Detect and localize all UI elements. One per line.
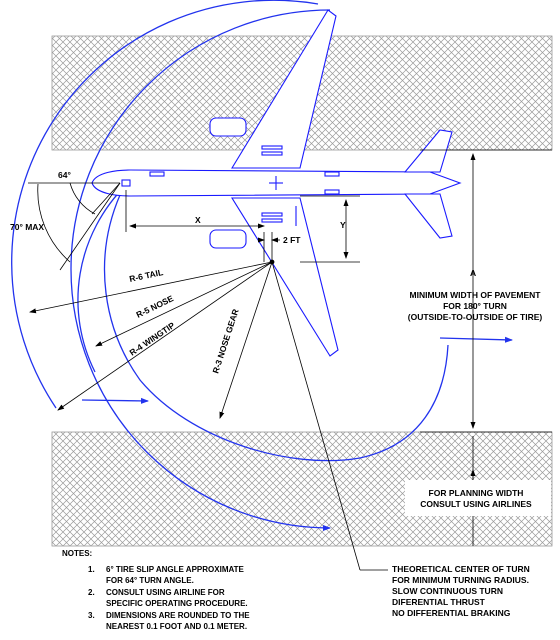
- tail-fin-upper: [403, 129, 453, 173]
- svg-text:NEAREST 0.1 FOOT AND 0.1 METER: NEAREST 0.1 FOOT AND 0.1 METER.: [106, 622, 247, 631]
- label-r6-tail: R-6 TAIL: [128, 267, 164, 284]
- notes-header: NOTES:: [62, 549, 92, 558]
- label-a: A: [470, 268, 476, 278]
- svg-text:DIFERENTIAL THRUST: DIFERENTIAL THRUST: [392, 597, 486, 607]
- svg-text:3.: 3.: [88, 611, 95, 620]
- svg-text:NO DIFFERENTIAL BRAKING: NO DIFFERENTIAL BRAKING: [392, 608, 511, 618]
- svg-text:MINIMUM WIDTH OF PAVEMENT: MINIMUM WIDTH OF PAVEMENT: [410, 290, 542, 300]
- tail-arc: [70, 9, 331, 531]
- label-70-max: 70° MAX: [10, 222, 44, 232]
- lower-wing: [231, 197, 339, 357]
- svg-text:CONSULT USING AIRLINE FOR: CONSULT USING AIRLINE FOR: [106, 588, 225, 597]
- label-x: X: [195, 215, 201, 225]
- engine-lower: [209, 229, 247, 249]
- aircraft: [91, 9, 462, 357]
- svg-text:2.: 2.: [88, 588, 95, 597]
- planning-width-note: FOR PLANNING WIDTH CONSULT USING AIRLINE…: [420, 488, 532, 509]
- svg-text:FOR 64° TURN ANGLE.: FOR 64° TURN ANGLE.: [106, 576, 194, 585]
- label-64-degree: 64°: [58, 170, 71, 180]
- svg-text:(OUTSIDE-TO-OUTSIDE OF TIRE): (OUTSIDE-TO-OUTSIDE OF TIRE): [408, 312, 543, 322]
- dimension-lines: [28, 149, 552, 571]
- label-r3-nose-gear: R-3 NOSE GEAR: [210, 308, 240, 375]
- label-y: Y: [340, 220, 346, 230]
- svg-text:FOR PLANNING WIDTH: FOR PLANNING WIDTH: [429, 488, 524, 498]
- label-r5-nose: R-5 NOSE: [134, 293, 175, 320]
- svg-text:FOR MINIMUM TURNING RADIUS.: FOR MINIMUM TURNING RADIUS.: [392, 575, 529, 585]
- svg-text:DIMENSIONS ARE ROUNDED TO THE: DIMENSIONS ARE ROUNDED TO THE: [106, 611, 250, 620]
- nose-gear-arc: [103, 194, 449, 462]
- svg-text:FOR 180° TURN: FOR 180° TURN: [443, 301, 507, 311]
- turning-arcs: [11, 0, 513, 531]
- turn-center-note: THEORETICAL CENTER OF TURN FOR MINIMUM T…: [392, 564, 530, 618]
- upper-wing: [231, 9, 337, 169]
- svg-text:SPECIFIC OPERATING PROCEDURE.: SPECIFIC OPERATING PROCEDURE.: [106, 599, 248, 608]
- tail-fin-lower: [403, 193, 453, 239]
- engine-upper: [209, 117, 247, 137]
- notes-block: NOTES: 1. 6° TIRE SLIP ANGLE APPROXIMATE…: [62, 549, 250, 631]
- wingtip-arc: [11, 0, 319, 409]
- svg-text:1.: 1.: [88, 565, 95, 574]
- label-r4-wingtip: R-4 WINGTIP: [128, 320, 177, 358]
- nose-arc: [77, 184, 127, 373]
- pavement-width-note: MINIMUM WIDTH OF PAVEMENT FOR 180° TURN …: [408, 290, 543, 322]
- svg-text:THEORETICAL CENTER OF TURN: THEORETICAL CENTER OF TURN: [392, 564, 530, 574]
- svg-text:CONSULT USING AIRLINES: CONSULT USING AIRLINES: [420, 499, 532, 509]
- label-2-ft: 2 FT: [283, 235, 301, 245]
- svg-text:SLOW CONTINUOUS TURN: SLOW CONTINUOUS TURN: [392, 586, 503, 596]
- svg-text:6° TIRE SLIP ANGLE APPROXIMATE: 6° TIRE SLIP ANGLE APPROXIMATE: [106, 565, 245, 574]
